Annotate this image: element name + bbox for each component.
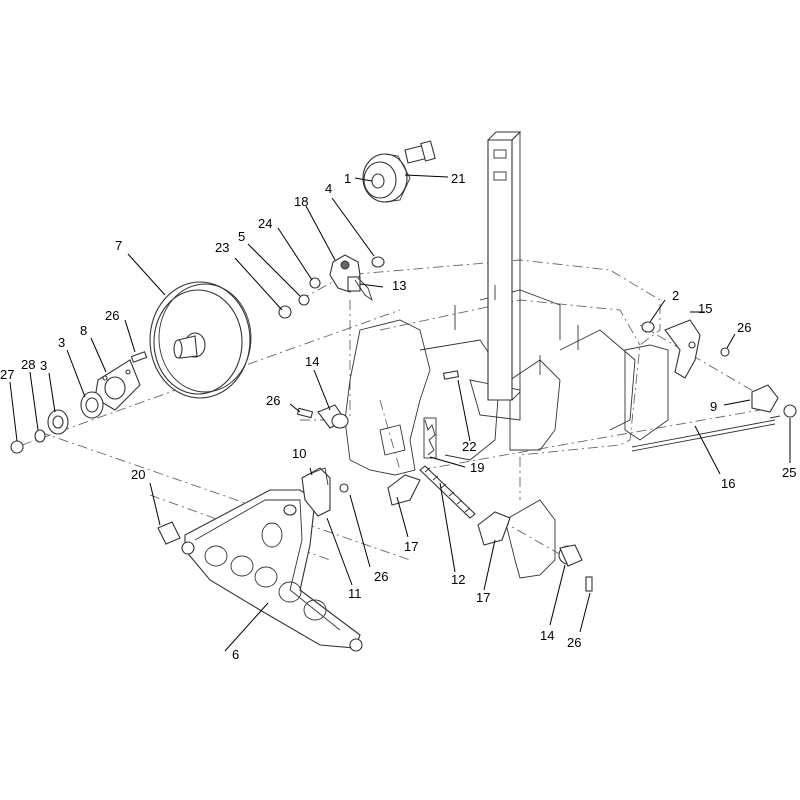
bracket-17-a bbox=[387, 474, 421, 506]
rod-16 bbox=[631, 415, 781, 452]
assembly-lines bbox=[21, 300, 761, 561]
callout-26-d: 26 bbox=[567, 635, 581, 650]
nut-25 bbox=[783, 404, 797, 418]
callout-10: 10 bbox=[292, 446, 306, 461]
washer-28 bbox=[34, 429, 46, 443]
callout-3-b: 3 bbox=[40, 358, 47, 373]
callout-2: 2 bbox=[672, 288, 679, 303]
callout-14-a: 14 bbox=[305, 354, 319, 369]
callout-8: 8 bbox=[80, 323, 87, 338]
leader-lines bbox=[9, 174, 791, 652]
callout-15: 15 bbox=[698, 301, 712, 316]
bracket-9 bbox=[751, 384, 779, 413]
bolt-26-c bbox=[296, 407, 314, 419]
callout-18: 18 bbox=[294, 194, 308, 209]
callout-24: 24 bbox=[258, 216, 272, 231]
bolt-22 bbox=[442, 370, 460, 380]
bolt-20 bbox=[157, 521, 181, 545]
bolt-26-d bbox=[585, 576, 593, 592]
callout-3-a: 3 bbox=[58, 335, 65, 350]
idler-arm bbox=[329, 254, 361, 293]
callout-16: 16 bbox=[721, 476, 735, 491]
callout-23: 23 bbox=[215, 240, 229, 255]
bracket-17-b bbox=[477, 511, 511, 546]
spring-19 bbox=[423, 417, 437, 459]
lever-15 bbox=[664, 319, 701, 379]
main-frame bbox=[299, 130, 669, 579]
callout-27: 27 bbox=[0, 367, 14, 382]
washer-5 bbox=[298, 294, 310, 306]
callout-22: 22 bbox=[462, 439, 476, 454]
callout-labels: 1 2 3 3 4 5 6 7 8 9 10 11 12 13 14 14 15… bbox=[0, 171, 796, 662]
callout-26-a: 26 bbox=[105, 308, 119, 323]
callout-28: 28 bbox=[21, 357, 35, 372]
callout-20: 20 bbox=[131, 467, 145, 482]
callout-26-c: 26 bbox=[374, 569, 388, 584]
bolt-26-e bbox=[720, 347, 730, 357]
callout-6: 6 bbox=[232, 647, 239, 662]
callout-26-b: 26 bbox=[266, 393, 280, 408]
callout-4: 4 bbox=[325, 181, 332, 196]
callout-17-a: 17 bbox=[404, 539, 418, 554]
bolt-2 bbox=[641, 321, 655, 333]
bolt-21 bbox=[404, 140, 436, 164]
bearing-3-b-inner bbox=[52, 415, 64, 429]
callout-26-e: 26 bbox=[737, 320, 751, 335]
callout-14-b: 14 bbox=[540, 628, 554, 643]
washer-4 bbox=[371, 256, 385, 268]
callout-12: 12 bbox=[451, 572, 465, 587]
callout-9: 9 bbox=[710, 399, 717, 414]
drive-pulley bbox=[149, 281, 252, 399]
callout-17-b: 17 bbox=[476, 590, 490, 605]
nut-24 bbox=[309, 277, 321, 289]
bearing-3-a-inner bbox=[85, 397, 99, 413]
bolt-26-a bbox=[130, 351, 148, 363]
bolt-26-b bbox=[339, 483, 349, 493]
callout-5: 5 bbox=[238, 229, 245, 244]
idler-pulley bbox=[362, 153, 411, 203]
callout-19: 19 bbox=[470, 460, 484, 475]
bracket-6 bbox=[181, 489, 363, 652]
spring-anchor-10 bbox=[301, 467, 331, 517]
callout-25: 25 bbox=[782, 465, 796, 480]
callout-7: 7 bbox=[115, 238, 122, 253]
callout-21: 21 bbox=[451, 171, 465, 186]
nut-27 bbox=[10, 440, 24, 454]
callout-11: 11 bbox=[348, 586, 362, 601]
nut-23 bbox=[278, 305, 292, 319]
callout-1: 1 bbox=[344, 171, 351, 186]
bushing-14-a bbox=[317, 404, 349, 429]
bushing-14-b bbox=[558, 544, 583, 567]
spring-12 bbox=[419, 465, 476, 519]
callout-13: 13 bbox=[392, 278, 406, 293]
